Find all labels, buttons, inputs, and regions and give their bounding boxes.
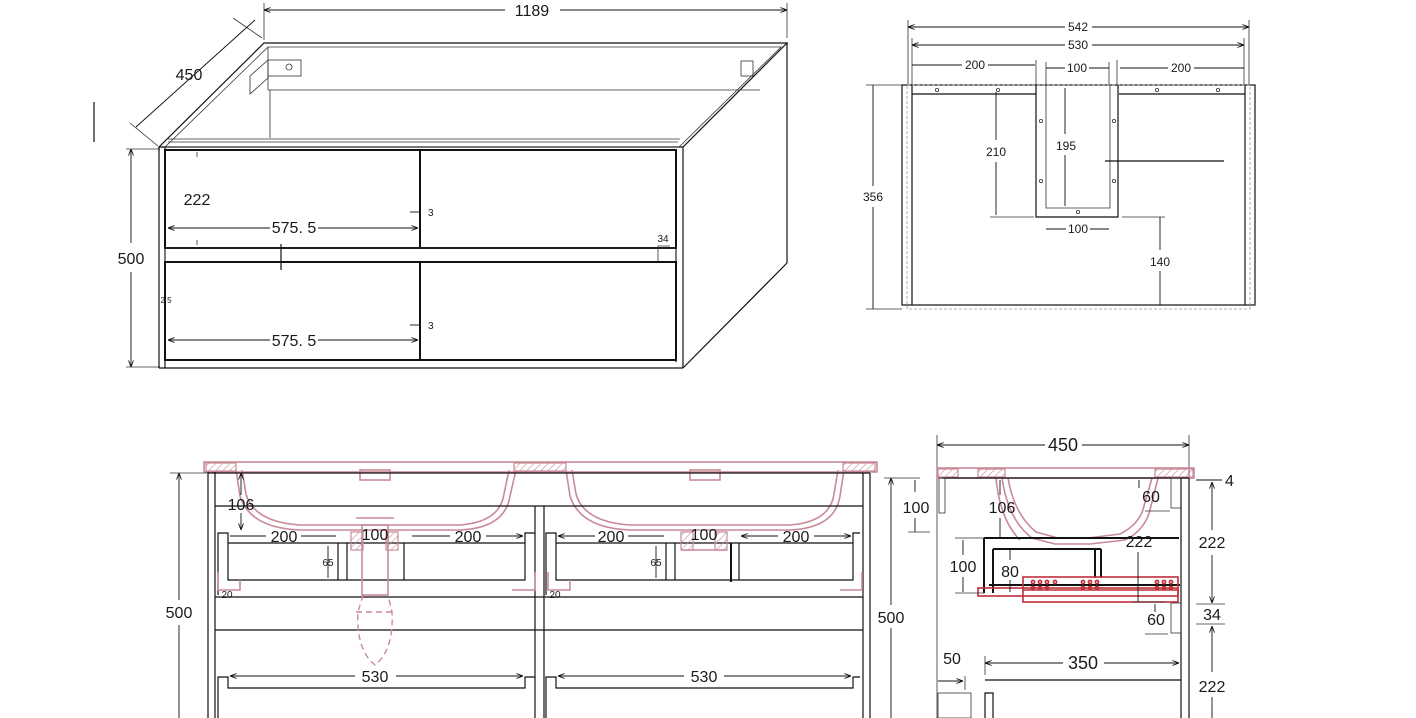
back-cutout-top: 100 — [1067, 61, 1087, 75]
side-top-thickness: 4 — [1225, 473, 1234, 490]
back-overall-width: 542 — [1068, 20, 1088, 34]
side-rail: 34 — [1203, 607, 1221, 624]
back-view: 542 530 200 100 200 — [863, 20, 1256, 310]
back-lower-height: 140 — [1150, 255, 1170, 269]
iso-height-label: 500 — [118, 251, 145, 268]
back-right-span: 200 — [1171, 61, 1191, 75]
side-section: 4 50 — [936, 435, 1234, 718]
iso-side-offset: 2 5 — [160, 296, 172, 305]
runner-holes — [1030, 579, 1174, 591]
front-left-drawer-inner: 530 — [362, 669, 389, 686]
iso-width-label: 1189 — [515, 3, 550, 20]
front-section: 106 200 100 200 65 20 530 200 100 200 65… — [166, 461, 930, 718]
side-inner-height: 222 — [1126, 534, 1153, 551]
side-rear-gap: 60 — [1142, 489, 1160, 506]
back-height: 356 — [863, 190, 883, 204]
back-cutout-bottom: 100 — [1068, 222, 1088, 236]
front-height-right: 500 — [878, 610, 905, 627]
back-cutout-depth-inner: 195 — [1056, 139, 1076, 153]
front-right-notch: 65 — [650, 558, 662, 569]
front-left-drain: 100 — [362, 527, 389, 544]
side-depth: 450 — [1048, 435, 1078, 455]
iso-gap-top: 3 — [428, 208, 434, 219]
back-inner-width: 530 — [1068, 38, 1088, 52]
side-basin-depth: 106 — [989, 500, 1016, 517]
front-left-notch: 65 — [322, 558, 334, 569]
front-left-span-right: 200 — [455, 529, 482, 546]
front-left-runner: 20 — [221, 590, 233, 601]
side-notch-depth: 80 — [1001, 564, 1019, 581]
side-drawer-depth: 350 — [1068, 653, 1098, 673]
iso-drawer-height-label: 222 — [184, 192, 211, 209]
side-lower-drawer: 222 — [1199, 679, 1226, 696]
back-left-span: 200 — [965, 58, 985, 72]
front-left-span-left: 200 — [271, 529, 298, 546]
back-cutout-depth-outer: 210 — [986, 145, 1006, 159]
front-basin-depth: 106 — [228, 497, 255, 514]
front-right-span-left: 200 — [598, 529, 625, 546]
side-notch-height: 100 — [950, 559, 977, 576]
side-back-offset: 50 — [943, 651, 961, 668]
iso-gap-bottom: 3 — [428, 321, 434, 332]
side-upper-drawer: 222 — [1199, 535, 1226, 552]
iso-view: 1189 450 500 — [93, 3, 789, 369]
iso-drawer-width-top: 575. 5 — [272, 220, 317, 237]
front-right-runner: 20 — [549, 590, 561, 601]
front-right-span-right: 200 — [783, 529, 810, 546]
front-right-drawer-inner: 530 — [691, 669, 718, 686]
front-height-left: 500 — [166, 605, 193, 622]
front-right-drain: 100 — [691, 527, 718, 544]
side-runner-gap: 60 — [1147, 612, 1165, 629]
iso-drawer-width-bottom: 575. 5 — [272, 333, 317, 350]
iso-depth-label: 450 — [176, 67, 203, 84]
front-top-offset: 100 — [903, 500, 930, 517]
iso-rail-label: 34 — [657, 234, 669, 245]
